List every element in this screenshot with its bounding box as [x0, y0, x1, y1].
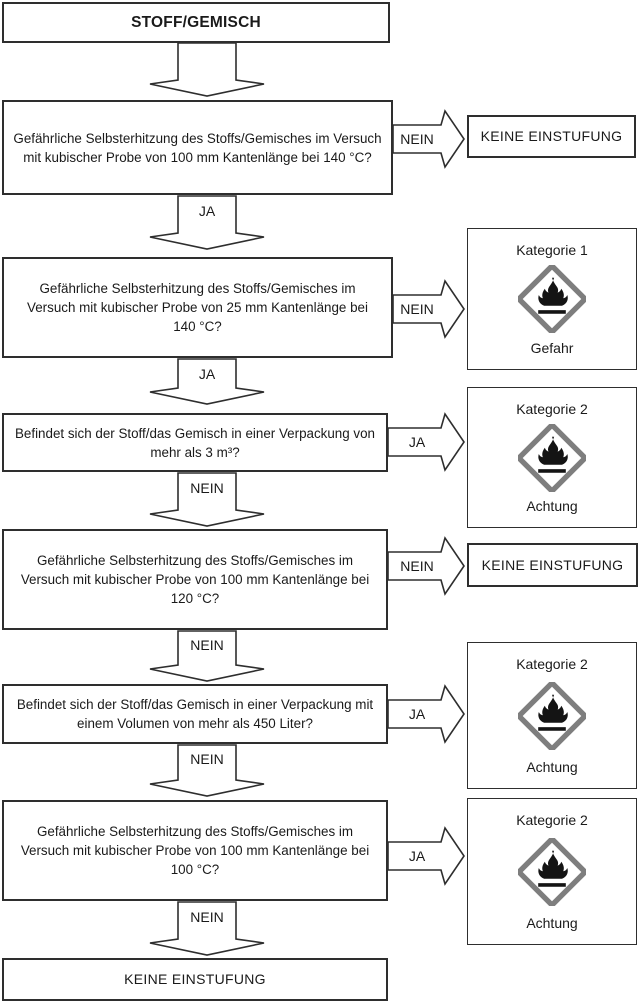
- category-label: Kategorie 2: [516, 812, 588, 828]
- arrow-label-nein: NEIN: [190, 751, 224, 767]
- arrow-right-6-ja: [387, 826, 465, 886]
- arrow-down-4-nein: [149, 472, 265, 527]
- arrow-down-2-ja: [149, 195, 265, 250]
- decision-box-q6: Gefährliche Selbsterhitzung des Stoffs/G…: [2, 800, 388, 901]
- result-box-kategorie-1: Kategorie 1 Gefahr: [467, 228, 637, 370]
- arrow-label-nein: NEIN: [190, 480, 224, 496]
- flame-pictogram-icon: [518, 265, 586, 333]
- result-box-no-classification-1: KEINE EINSTUFUNG: [467, 115, 636, 158]
- result-box-kategorie-2-b: Kategorie 2 Achtung: [467, 642, 637, 789]
- decision-box-q2: Gefährliche Selbsterhitzung des Stoffs/G…: [2, 257, 393, 358]
- decision-box-q5: Befindet sich der Stoff/das Gemisch in e…: [2, 684, 388, 744]
- flame-pictogram-icon: [518, 837, 586, 906]
- arrow-down-6-nein: [149, 744, 265, 797]
- arrow-label-nein: NEIN: [400, 301, 434, 317]
- signal-word: Gefahr: [530, 340, 574, 356]
- decision-box-q3: Befindet sich der Stoff/das Gemisch in e…: [2, 413, 388, 472]
- result-box-no-classification-2: KEINE EINSTUFUNG: [467, 543, 638, 587]
- flame-pictogram-icon: [518, 423, 586, 492]
- arrow-down-7-nein: [149, 901, 265, 956]
- decision-box-q1: Gefährliche Selbsterhitzung des Stoffs/G…: [2, 100, 393, 195]
- arrow-right-3-ja: [387, 412, 465, 472]
- arrow-label-nein: NEIN: [400, 131, 434, 147]
- signal-word: Achtung: [526, 498, 578, 514]
- arrow-right-1-nein: [392, 109, 465, 169]
- start-box: STOFF/GEMISCH: [2, 2, 390, 43]
- arrow-down-5-nein: [149, 630, 265, 682]
- arrow-label-nein: NEIN: [190, 909, 224, 925]
- arrow-right-2-nein: [392, 279, 465, 339]
- result-box-kategorie-2-a: Kategorie 2 Achtung: [467, 387, 637, 528]
- arrow-right-5-ja: [387, 684, 465, 744]
- arrow-label-nein: NEIN: [400, 558, 434, 574]
- arrow-label-nein: NEIN: [190, 637, 224, 653]
- arrow-down-3-ja: [149, 358, 265, 405]
- arrow-label-ja: JA: [408, 434, 426, 450]
- arrow-label-ja: JA: [198, 366, 216, 382]
- signal-word: Achtung: [526, 759, 578, 775]
- arrow-label-ja: JA: [198, 203, 216, 219]
- flame-pictogram-icon: [518, 681, 586, 750]
- category-label: Kategorie 2: [516, 656, 588, 672]
- result-box-no-classification-bottom: KEINE EINSTUFUNG: [2, 958, 388, 1001]
- signal-word: Achtung: [526, 915, 578, 931]
- arrow-right-4-nein: [387, 536, 465, 596]
- category-label: Kategorie 2: [516, 401, 588, 417]
- decision-box-q4: Gefährliche Selbsterhitzung des Stoffs/G…: [2, 529, 388, 630]
- result-box-kategorie-2-c: Kategorie 2 Achtung: [467, 798, 637, 945]
- arrow-label-ja: JA: [408, 706, 426, 722]
- category-label: Kategorie 1: [516, 242, 588, 258]
- arrow-label-ja: JA: [408, 848, 426, 864]
- arrow-down-1: [149, 42, 265, 97]
